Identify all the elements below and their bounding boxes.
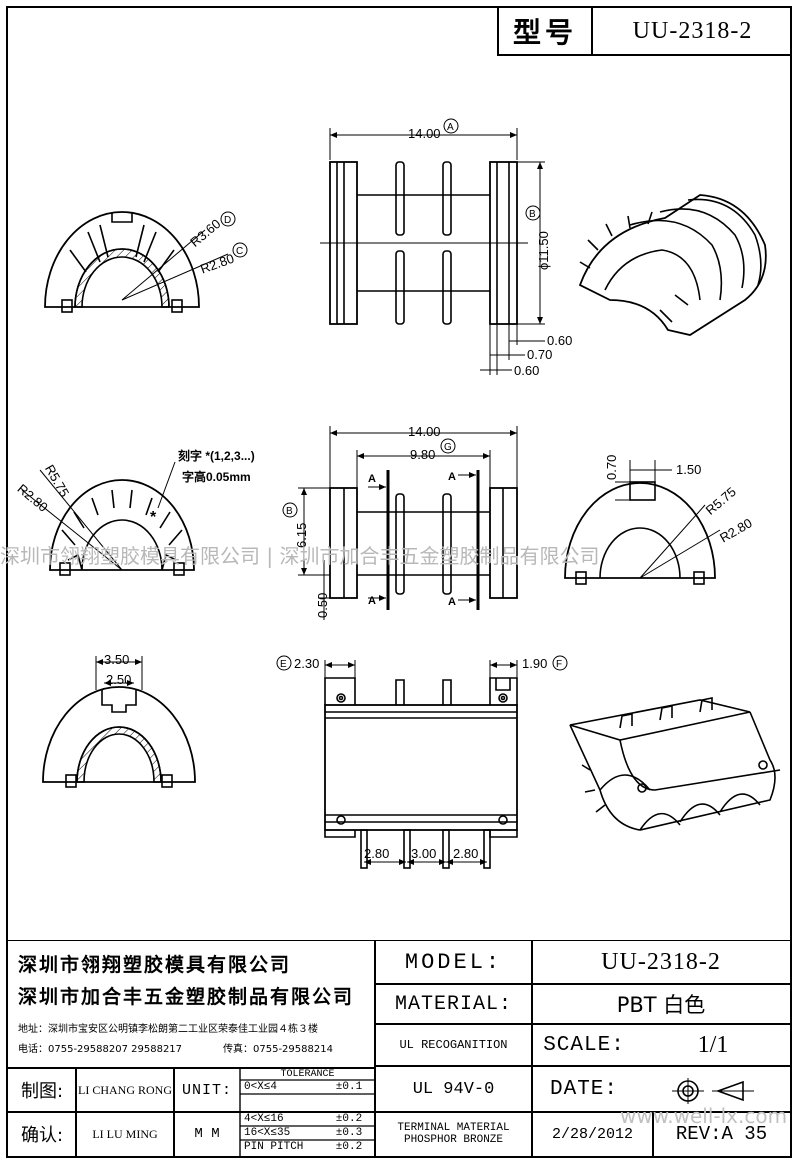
date-value: 2/28/2012	[551, 1125, 633, 1143]
dim-050: 0.50	[315, 593, 330, 618]
dim-r280b: R2.80	[15, 481, 51, 515]
label-e: E	[280, 659, 287, 670]
watermark-site: www.well-lx.com	[620, 1104, 788, 1128]
watermark-text: 深圳市翎翔塑胶模具有限公司 | 深圳市加合丰五金塑胶制品有限公司	[0, 544, 600, 568]
arrow-a-2: A	[368, 595, 376, 607]
dim-070b: 0.70	[604, 455, 619, 480]
scale-value: 1/1	[697, 1031, 729, 1058]
projection-symbol-icon	[672, 1078, 754, 1104]
end-view-3	[564, 460, 721, 585]
revision: REV:A 35	[675, 1123, 768, 1145]
material-label: MATERIAL:	[394, 992, 513, 1016]
dim-060a: 0.60	[547, 333, 572, 348]
dim-280a: 2.80	[364, 846, 389, 861]
tol-value-1: ±0.2	[335, 1113, 363, 1125]
label-b-circle	[525, 205, 541, 221]
model-header-box: 型号 UU-2318-2	[497, 8, 792, 56]
dim-150: 1.50	[676, 462, 701, 477]
dim-r575b: R5.75	[703, 484, 739, 518]
check-label: 确认:	[20, 1125, 64, 1146]
dim-070: 0.70	[527, 347, 552, 362]
drawn-name: LI CHANG RONG	[78, 1082, 172, 1097]
front-view	[320, 128, 545, 375]
dim-300: 3.00	[411, 846, 436, 861]
dim-615: 6.15	[294, 523, 309, 548]
dim-350: 3.50	[104, 652, 129, 667]
arrow-a-3: A	[448, 471, 456, 483]
company-name-1: 深圳市翎翔塑胶模具有限公司	[18, 953, 292, 976]
ul-value: UL 94V-0	[412, 1079, 495, 1099]
arrow-a-4: A	[448, 596, 456, 608]
label-e2-circle	[282, 502, 298, 518]
unit-value: M M	[194, 1126, 220, 1142]
ul-label: UL RECOGANITION	[399, 1038, 508, 1052]
isometric-view-2	[569, 697, 781, 831]
dim-mid-width: 14.00	[408, 424, 441, 439]
company-address: 地址：深圳市宝安区公明镇李松朗第二工业区荣泰佳工业园４栋３楼	[18, 1023, 318, 1035]
tol-range-0: 0<X≤4	[244, 1081, 278, 1093]
label-c-circle	[232, 242, 248, 258]
drawn-label: 制图:	[20, 1081, 64, 1102]
dim-280b: 2.80	[453, 846, 478, 861]
label-e-circle	[276, 655, 292, 671]
end-view-2	[21, 461, 195, 576]
scale-label: SCALE:	[543, 1033, 625, 1057]
terminal-label-1: TERMINAL MATERIAL	[397, 1122, 510, 1134]
isometric-view-1	[578, 194, 767, 336]
date-label: DATE:	[549, 1077, 618, 1101]
sheet-border	[6, 6, 792, 1158]
tol-range-2: 16<X≤35	[244, 1127, 291, 1139]
title-block: 深圳市翎翔塑胶模具有限公司 深圳市加合丰五金塑胶制品有限公司 地址：深圳市宝安区…	[8, 940, 790, 1156]
company-fax: 传真：0755-29588214	[223, 1043, 333, 1055]
arrow-a-1: A	[368, 473, 376, 485]
model-header-value: UU-2318-2	[632, 17, 753, 44]
model-value: UU-2318-2	[601, 948, 721, 975]
bottom-view	[324, 660, 518, 869]
title-block-grid	[8, 940, 790, 1156]
dim-230: 2.30	[294, 656, 319, 671]
label-b: B	[529, 209, 536, 220]
label-g-circle	[440, 438, 456, 454]
tol-value-3: ±0.2	[335, 1141, 363, 1153]
label-d: D	[224, 215, 231, 226]
star-mark: *	[150, 509, 157, 526]
dim-front-width: 14.00	[408, 126, 441, 141]
material-value: PBT 白色	[616, 993, 706, 1017]
tol-range-3: PIN PITCH	[244, 1141, 304, 1153]
tol-range-1: 4<X≤16	[244, 1113, 284, 1125]
dim-r280: R2.80	[198, 251, 236, 277]
section-view	[298, 426, 518, 620]
label-a-circle	[443, 118, 459, 134]
dim-190: 1.90	[522, 656, 547, 671]
model-label: MODEL:	[404, 949, 503, 975]
tol-value-0: ±0.1	[335, 1081, 363, 1093]
dim-r360: R3.60	[187, 216, 223, 250]
dim-dia1150: ϕ11.50	[536, 231, 551, 270]
terminal-label-2: PHOSPHOR BRONZE	[403, 1134, 504, 1146]
check-name: LI LU MING	[92, 1126, 158, 1141]
dim-250: 2.50	[106, 672, 131, 687]
engrave-text: 刻字 *(1,2,3...)	[178, 448, 255, 463]
end-view-4	[42, 656, 196, 788]
tol-value-2: ±0.3	[335, 1127, 363, 1139]
company-name-2: 深圳市加合丰五金塑胶制品有限公司	[18, 985, 355, 1008]
label-f: F	[556, 659, 562, 670]
dim-060b: 0.60	[514, 363, 539, 378]
label-c: C	[236, 246, 243, 257]
company-tel: 电话：0755-29588207 29588217	[18, 1043, 183, 1055]
label-f-circle	[552, 655, 568, 671]
technical-drawing: R3.60 D R2.80 C 14.00 A B ϕ11.50 0.60 0.…	[15, 118, 781, 869]
tolerance-title: TOLERANCE	[280, 1068, 335, 1080]
label-a: A	[447, 122, 454, 133]
char-height: 字高0.05mm	[182, 469, 251, 484]
dim-980: 9.80	[410, 447, 435, 462]
label-b2: B	[286, 506, 293, 517]
label-d-circle	[220, 211, 236, 227]
type-label: 型号	[499, 8, 593, 54]
end-view-1	[44, 211, 229, 313]
dim-r575: R5.75	[42, 462, 72, 500]
unit-label: UNIT:	[181, 1081, 232, 1099]
label-g: G	[444, 442, 452, 453]
